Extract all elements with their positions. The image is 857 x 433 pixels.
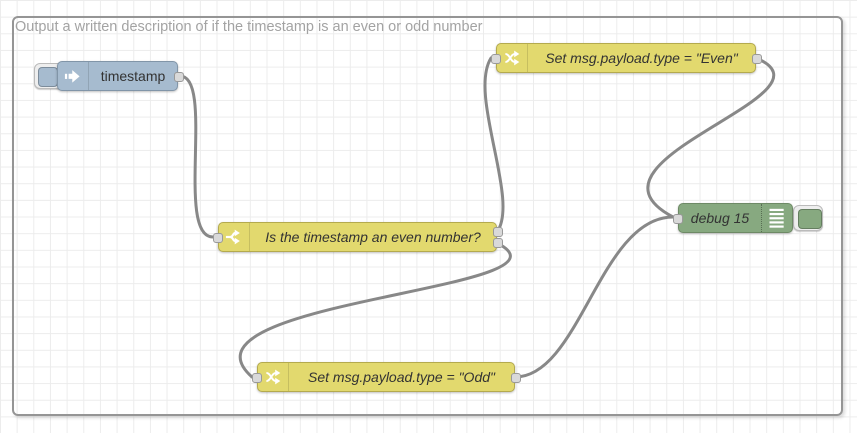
wire-switch-to-change-odd[interactable] [239,241,512,379]
node-debug-15[interactable]: debug 15 [673,203,793,233]
shuffle-icon [497,44,528,72]
arrow-in-icon [58,62,89,90]
node-label: Set msg.payload.type = "Even" [545,50,738,66]
output-port[interactable] [174,72,184,82]
input-port[interactable] [252,373,262,383]
node-inject-timestamp[interactable]: timestamp [57,61,184,91]
node-label: debug 15 [690,210,750,226]
output-port[interactable] [752,54,762,64]
input-port[interactable] [673,214,683,224]
wire-switch-to-change-even[interactable] [483,56,505,234]
list-icon [761,204,792,232]
shuffle-icon [258,363,289,391]
wire-inject-to-switch[interactable] [178,74,215,239]
node-label: timestamp [100,68,166,84]
output-port-1[interactable] [493,227,503,237]
inject-button-face[interactable] [38,67,58,87]
wire-change-odd-to-debug[interactable] [513,215,675,379]
output-port-2[interactable] [493,238,503,248]
node-change-even[interactable]: Set msg.payload.type = "Even" [491,43,762,73]
output-port[interactable] [511,373,521,383]
wire-change-even-to-debug[interactable] [646,56,776,219]
node-change-odd[interactable]: Set msg.payload.type = "Odd" [252,362,521,392]
input-port[interactable] [213,233,223,243]
flow-description: Output a written description of if the t… [15,19,483,35]
node-switch-even-check[interactable]: Is the timestamp an even number? [213,222,503,252]
fork-icon [219,223,250,251]
debug-toggle-face[interactable] [798,209,822,229]
debug-toggle-button[interactable] [793,205,823,231]
node-label: Is the timestamp an even number? [265,229,481,245]
node-label: Set msg.payload.type = "Odd" [308,369,495,385]
input-port[interactable] [491,54,501,64]
